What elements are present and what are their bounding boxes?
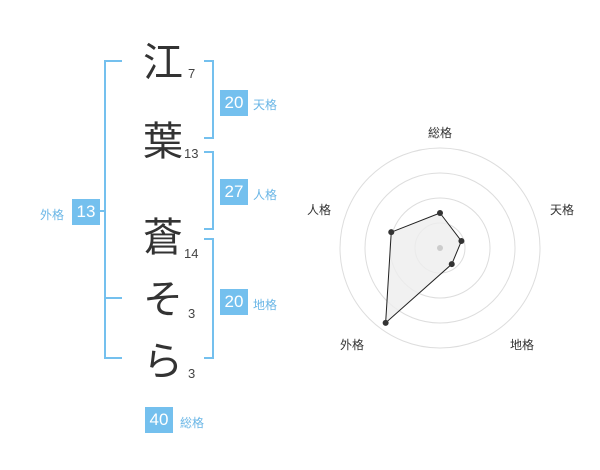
name-char-2: 葉: [143, 119, 183, 165]
tenkaku-badge: 20: [220, 90, 248, 116]
radar-label-jinkaku: 人格: [307, 203, 332, 217]
tenkaku-bracket: [212, 60, 214, 139]
radar-label-gaikaku: 外格: [340, 338, 365, 352]
radar-ring: [389, 197, 491, 299]
radar-point-soukaku: [437, 210, 443, 216]
tenkaku-label: 天格: [253, 98, 278, 112]
radar-label-soukaku: 総格: [428, 126, 453, 140]
chikaku-bracket: [212, 238, 214, 359]
jinkaku-badge: 27: [220, 179, 248, 205]
chikaku-label: 地格: [253, 298, 278, 312]
jinkaku-label: 人格: [253, 188, 278, 202]
stroke-count-4: 3: [188, 306, 196, 321]
stroke-count-1: 7: [188, 66, 196, 81]
stroke-count-3: 14: [184, 246, 199, 261]
name-char-4: そ: [143, 277, 183, 323]
gaikaku-badge: 13: [72, 199, 100, 225]
gaikaku-bracket: [104, 60, 106, 359]
soukaku-badge: 40: [145, 407, 173, 433]
radar-point-gaikaku: [382, 319, 389, 326]
jinkaku-bracket: [212, 151, 214, 230]
radar-polygon: [385, 212, 462, 325]
radar-point-chikaku: [448, 261, 455, 268]
radar-point-tenkaku: [458, 238, 465, 245]
name-char-5: ら: [143, 339, 183, 385]
radar-label-chikaku: 地格: [510, 338, 535, 352]
chikaku-badge: 20: [220, 289, 248, 315]
name-char-1: 江: [143, 40, 183, 86]
stroke-count-2: 13: [184, 146, 199, 161]
radar-center: [437, 245, 443, 251]
stroke-count-5: 3: [188, 366, 196, 381]
radar-ring: [414, 222, 466, 274]
radar-point-jinkaku: [388, 229, 395, 236]
gaikaku-label: 外格: [40, 208, 65, 222]
radar-ring: [364, 172, 516, 324]
name-char-3: 蒼: [143, 215, 183, 261]
radar-label-tenkaku: 天格: [550, 203, 575, 217]
radar-ring: [339, 147, 541, 349]
soukaku-label: 総格: [180, 416, 205, 430]
